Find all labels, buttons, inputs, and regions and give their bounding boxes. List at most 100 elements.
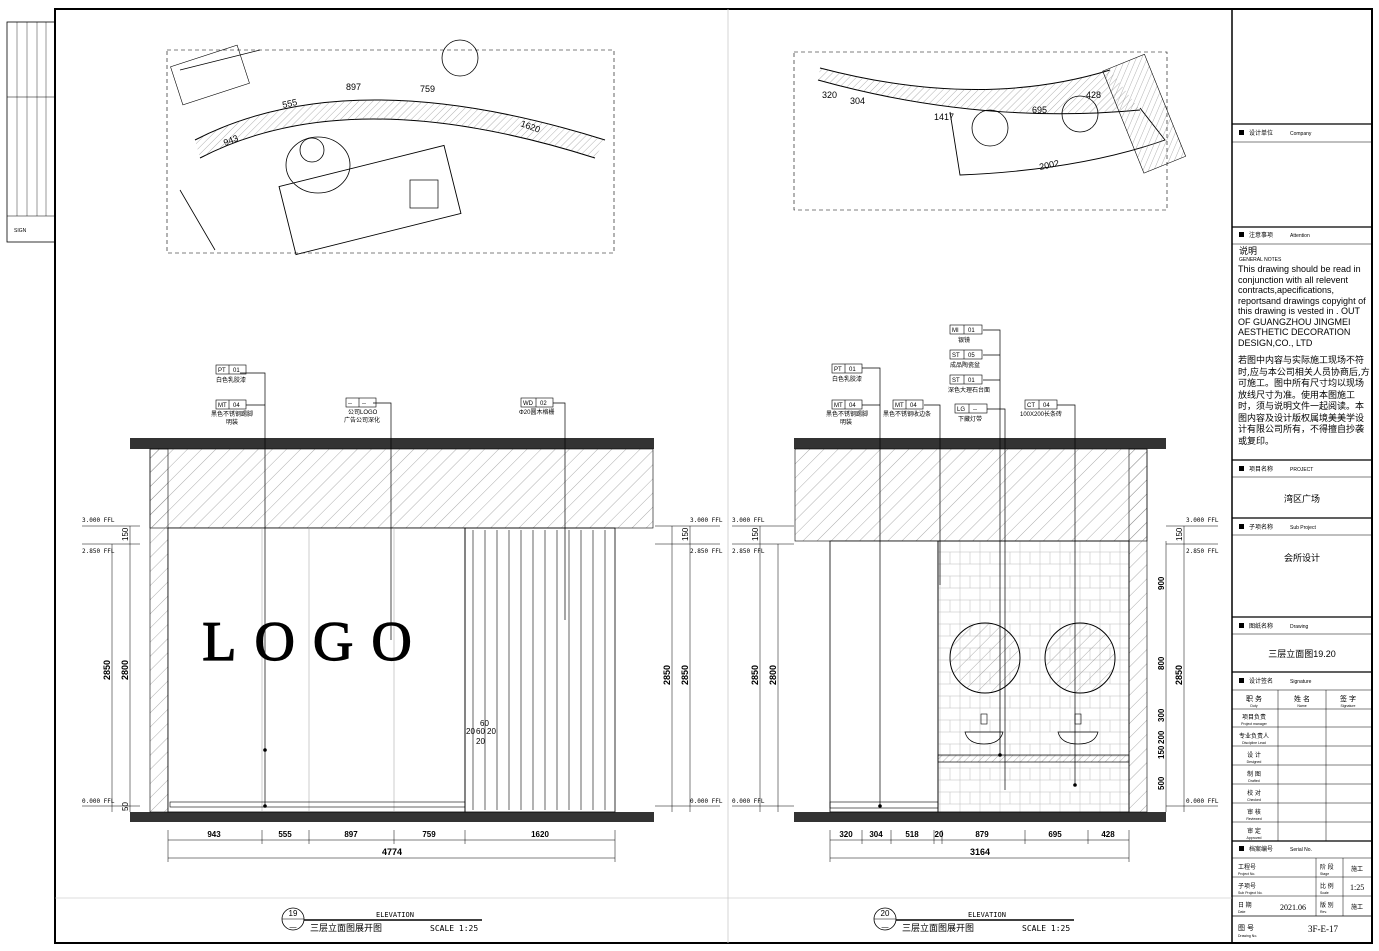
mirror-right [1044, 622, 1116, 694]
height-dim: 2850 [680, 665, 690, 685]
svg-text:比 例: 比 例 [1320, 882, 1334, 890]
total-width-dim: 3164 [970, 847, 990, 857]
svg-text:签 字: 签 字 [1340, 694, 1356, 703]
svg-text:ST: ST [952, 378, 960, 384]
side-dim: 150 [1157, 745, 1166, 759]
sheet-border [54, 8, 1373, 944]
material-tag: ST 05 成品陶瓷盆 [949, 349, 983, 369]
svg-text:MI: MI [952, 328, 959, 334]
grille-dim: 20 [466, 727, 475, 736]
svg-text:三层立面图展开图: 三层立面图展开图 [310, 922, 382, 933]
svg-text:成品陶瓷盆: 成品陶瓷盆 [950, 361, 980, 369]
right-plan-dim: 2002 [1038, 158, 1060, 172]
svg-text:设计签名: 设计签名 [1249, 677, 1273, 685]
stage-value: 施工 [1351, 865, 1363, 873]
side-dim: 800 [1157, 656, 1166, 670]
svg-text:Signature: Signature [1341, 704, 1356, 708]
right-plan-dim: 304 [850, 96, 865, 106]
width-dim: 943 [207, 830, 221, 839]
svg-text:01: 01 [849, 367, 856, 373]
level-mark: 0.000 FFL [690, 798, 723, 805]
height-dim: 2850 [662, 665, 672, 685]
side-dim: 900 [1157, 576, 1166, 590]
svg-text:01: 01 [968, 378, 975, 384]
right-plan-dim: 320 [822, 90, 837, 100]
width-dim: 304 [869, 830, 883, 839]
svg-text:Sub Project No.: Sub Project No. [1238, 891, 1263, 895]
width-dim: 320 [839, 830, 853, 839]
width-dim: 555 [278, 830, 292, 839]
svg-text:Discipline Lead: Discipline Lead [1242, 741, 1266, 745]
svg-text:Drawing No.: Drawing No. [1238, 934, 1257, 938]
svg-text:职 务: 职 务 [1246, 694, 1262, 703]
svg-text:05: 05 [968, 353, 975, 359]
svg-text:Designed: Designed [1247, 760, 1262, 764]
svg-text:PT: PT [834, 367, 842, 373]
svg-text:子项名称: 子项名称 [1249, 523, 1273, 531]
left-elevation: LOGO 60 20 60 20 20 [82, 364, 723, 933]
height-dim: 2800 [768, 665, 778, 685]
svg-text:日 期: 日 期 [1238, 901, 1252, 909]
svg-text:--: -- [348, 401, 352, 407]
svg-text:04: 04 [1043, 403, 1050, 409]
level-mark: 0.000 FFL [732, 798, 765, 805]
svg-text:Name: Name [1297, 704, 1306, 708]
svg-text:档案编号: 档案编号 [1249, 845, 1273, 853]
total-width-dim: 4774 [382, 847, 402, 857]
svg-text:19: 19 [289, 909, 298, 918]
svg-text:100X200长条砖: 100X200长条砖 [1020, 410, 1062, 418]
svg-text:深色大理石台面: 深色大理石台面 [948, 386, 990, 394]
width-dim: 20 [935, 830, 944, 839]
svg-text:图 号: 图 号 [1238, 924, 1254, 932]
width-dim: 897 [344, 830, 358, 839]
svg-text:校 对: 校 对 [1247, 789, 1261, 797]
svg-text:公司LOGO: 公司LOGO [348, 409, 378, 416]
svg-text:ELEVATION: ELEVATION [376, 911, 414, 919]
svg-text:图纸名称: 图纸名称 [1249, 622, 1273, 630]
svg-text:MT: MT [895, 403, 904, 409]
width-dim: 879 [975, 830, 989, 839]
material-tag: CT 04 100X200长条砖 [1020, 399, 1062, 418]
rev-value: 施工 [1351, 903, 1363, 911]
level-mark: 2.850 FFL [1186, 548, 1219, 555]
svg-text:明装: 明装 [226, 418, 238, 426]
svg-text:Approved: Approved [1247, 836, 1262, 840]
height-dim: 2850 [1174, 665, 1184, 685]
svg-text:04: 04 [910, 403, 917, 409]
grille-dim: 20 [476, 737, 485, 746]
svg-text:注意事项: 注意事项 [1249, 231, 1273, 239]
drawing-number: 3F-E-17 [1308, 924, 1338, 934]
material-tag: MI 01 银镜 [949, 324, 983, 344]
svg-text:白色乳胶漆: 白色乳胶漆 [216, 376, 246, 384]
width-dim: 759 [422, 830, 436, 839]
svg-text:工程号: 工程号 [1238, 863, 1256, 871]
svg-text:制 图: 制 图 [1247, 770, 1261, 778]
side-strip: SIGN [6, 21, 56, 243]
height-dim: 2850 [750, 665, 760, 685]
grille-dim: 60 [476, 727, 485, 736]
left-plan-dim: 759 [420, 84, 435, 94]
notes-subtitle: GENERAL NOTES [1239, 257, 1282, 263]
drawing-value: 三层立面图19.20 [1268, 648, 1336, 659]
svg-text:MT: MT [218, 403, 227, 409]
svg-text:Φ20圆木格栅: Φ20圆木格栅 [519, 408, 554, 416]
svg-text:01: 01 [233, 368, 240, 374]
level-mark: 2.850 FFL [82, 548, 115, 555]
right-plan-dim: 695 [1032, 105, 1047, 115]
svg-text:银镜: 银镜 [958, 336, 970, 344]
svg-text:阶 段: 阶 段 [1320, 863, 1334, 871]
svg-text:项目名称: 项目名称 [1249, 465, 1273, 473]
svg-text:三层立面图展开图: 三层立面图展开图 [902, 922, 974, 933]
right-elevation: MI 01 银镜 ST 05 成品陶瓷盆 ST 01 深色大理石台面 LG --… [732, 324, 1219, 933]
svg-text:项目负责: 项目负责 [1242, 713, 1266, 721]
svg-text:专业负责人: 专业负责人 [1239, 732, 1269, 740]
svg-text:设计单位: 设计单位 [1249, 129, 1273, 137]
height-dim: 150 [681, 527, 690, 541]
grille-dim: 60 [480, 719, 489, 728]
wood-grille [464, 527, 616, 813]
material-tag: MT 04 黑色不锈钢收边条 [883, 399, 931, 418]
left-plan-dim: 555 [281, 97, 298, 110]
svg-text:Scale: Scale [1320, 891, 1329, 895]
level-mark: 0.000 FFL [82, 798, 115, 805]
svg-text:04: 04 [849, 403, 856, 409]
